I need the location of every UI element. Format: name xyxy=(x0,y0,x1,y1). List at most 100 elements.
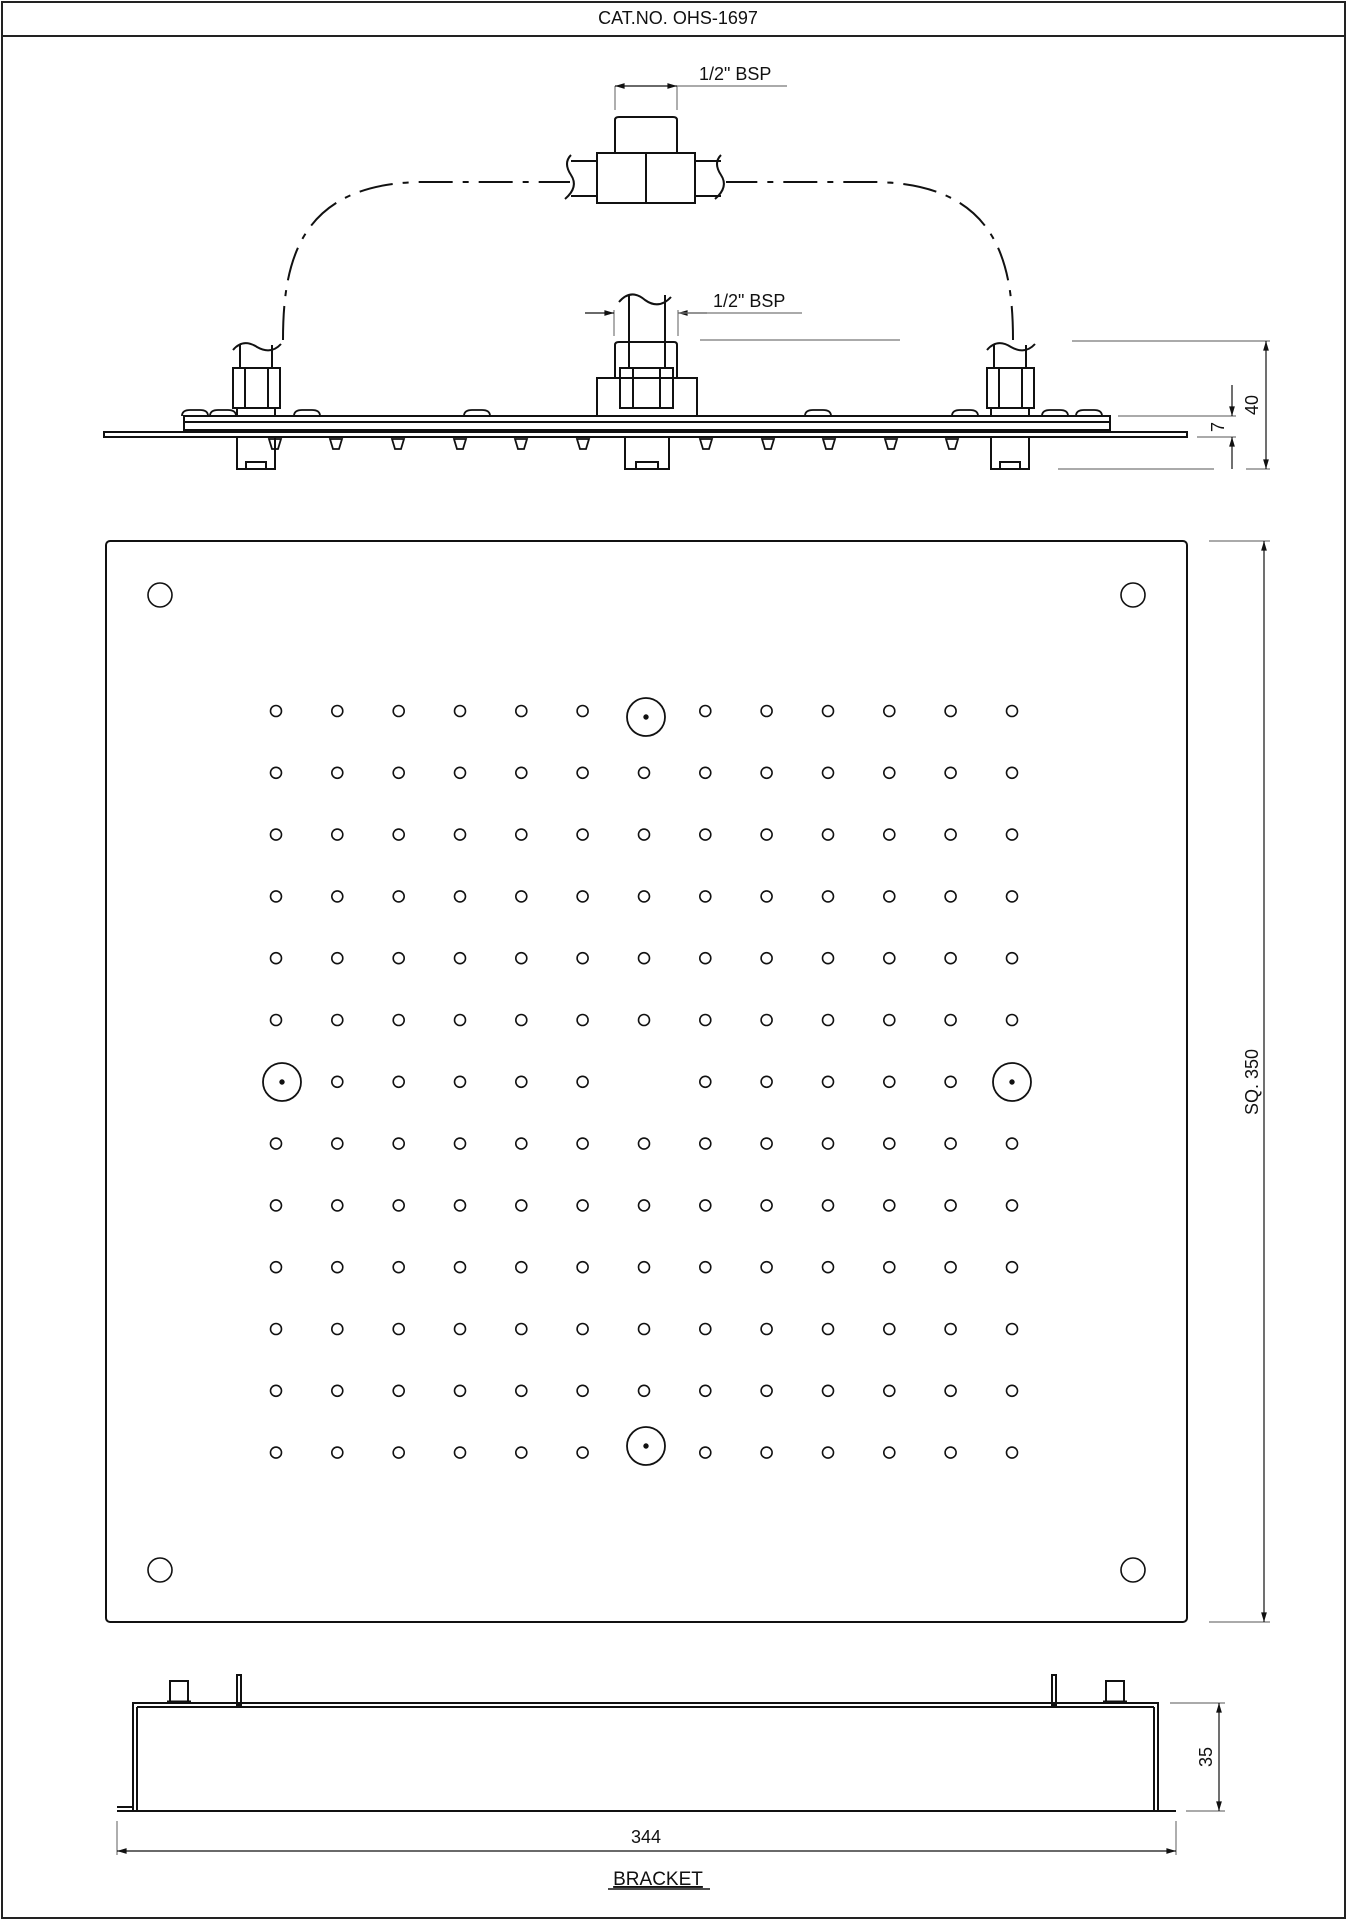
nozzle xyxy=(944,1013,957,1027)
nozzle xyxy=(637,828,651,841)
nozzle xyxy=(576,951,589,965)
nozzle xyxy=(453,828,467,841)
nozzle xyxy=(453,704,467,718)
nozzle xyxy=(698,704,712,718)
nozzle xyxy=(882,890,896,903)
nozzle xyxy=(698,1260,712,1274)
nozzle xyxy=(576,890,589,903)
nozzle xyxy=(944,1322,957,1336)
nozzle xyxy=(269,1260,283,1274)
nozzle xyxy=(760,951,773,965)
nozzle xyxy=(637,1199,651,1212)
nozzle xyxy=(392,1446,406,1459)
nozzle xyxy=(944,951,957,965)
nozzle xyxy=(821,766,835,780)
nozzle xyxy=(944,766,957,780)
dim-height-40: 40 xyxy=(1242,395,1262,415)
nozzle xyxy=(514,766,528,780)
nozzle xyxy=(514,1322,528,1336)
nozzle xyxy=(821,704,835,718)
nozzle xyxy=(576,1322,589,1336)
nozzle xyxy=(1005,951,1019,965)
nozzle xyxy=(882,1013,896,1027)
nozzle xyxy=(453,1322,467,1336)
nozzle xyxy=(514,1075,528,1089)
nozzle xyxy=(269,1137,283,1150)
nozzle xyxy=(882,766,896,780)
nozzle xyxy=(514,1137,528,1150)
nozzle xyxy=(269,1446,283,1459)
nozzle xyxy=(392,1075,406,1089)
nozzle xyxy=(269,704,283,718)
nozzle xyxy=(760,1013,773,1027)
nozzle xyxy=(760,1199,773,1212)
nozzle xyxy=(698,1322,712,1336)
nozzle xyxy=(760,1322,773,1336)
nozzle xyxy=(514,1260,528,1274)
nozzle xyxy=(760,1075,773,1089)
dim-width-344: 344 xyxy=(631,1827,661,1847)
nozzle xyxy=(882,828,896,841)
nozzle xyxy=(453,890,467,903)
nozzle xyxy=(576,1199,589,1212)
bracket-dimensions xyxy=(116,1702,1225,1855)
nozzle xyxy=(760,1260,773,1274)
nozzle xyxy=(1005,1137,1019,1150)
nozzle xyxy=(1005,828,1019,841)
nozzle xyxy=(514,1384,528,1398)
nozzle xyxy=(944,1446,957,1459)
nozzle xyxy=(944,1075,957,1089)
nozzle xyxy=(1005,1384,1019,1398)
nozzle xyxy=(821,1446,835,1459)
nozzle xyxy=(514,704,528,718)
bracket-view xyxy=(117,1674,1176,1812)
nozzle xyxy=(330,1013,344,1027)
nozzle xyxy=(882,1322,896,1336)
nozzle xyxy=(269,1199,283,1212)
nozzle xyxy=(821,1199,835,1212)
nozzle xyxy=(637,766,651,780)
nozzle xyxy=(944,1384,957,1398)
nozzle xyxy=(576,1384,589,1398)
nozzle xyxy=(821,1075,835,1089)
nozzle xyxy=(269,1322,283,1336)
nozzle xyxy=(576,1137,589,1150)
nozzle xyxy=(330,1075,344,1089)
nozzle xyxy=(392,766,406,780)
nozzle xyxy=(698,828,712,841)
nozzle xyxy=(514,1013,528,1027)
nozzle xyxy=(821,1384,835,1398)
dim-height-35: 35 xyxy=(1196,1747,1216,1767)
nozzle xyxy=(330,828,344,841)
nozzle xyxy=(698,1013,712,1027)
nozzle xyxy=(821,890,835,903)
right-connector xyxy=(986,342,1036,470)
nozzle xyxy=(698,1446,712,1459)
side-view-dimensions xyxy=(585,83,1270,470)
nozzle xyxy=(944,1260,957,1274)
nozzle xyxy=(453,766,467,780)
nozzle xyxy=(637,1137,651,1150)
nozzle xyxy=(882,1260,896,1274)
nozzle xyxy=(392,1013,406,1027)
nozzle xyxy=(453,1446,467,1459)
nozzle xyxy=(760,704,773,718)
side-view xyxy=(103,116,1188,470)
left-connector xyxy=(232,342,282,470)
nozzle xyxy=(1005,704,1019,718)
nozzle xyxy=(453,1260,467,1274)
nozzle xyxy=(760,890,773,903)
nozzle xyxy=(1005,1013,1019,1027)
nozzle xyxy=(760,1384,773,1398)
nozzle xyxy=(698,1137,712,1150)
nozzle xyxy=(882,951,896,965)
nozzle xyxy=(392,828,406,841)
nozzle xyxy=(269,1013,283,1027)
nozzle xyxy=(637,1322,651,1336)
nozzle xyxy=(330,951,344,965)
nozzle xyxy=(330,704,344,718)
nozzle xyxy=(576,704,589,718)
nozzle xyxy=(1005,766,1019,780)
nozzle xyxy=(453,1075,467,1089)
nozzle xyxy=(882,1199,896,1212)
